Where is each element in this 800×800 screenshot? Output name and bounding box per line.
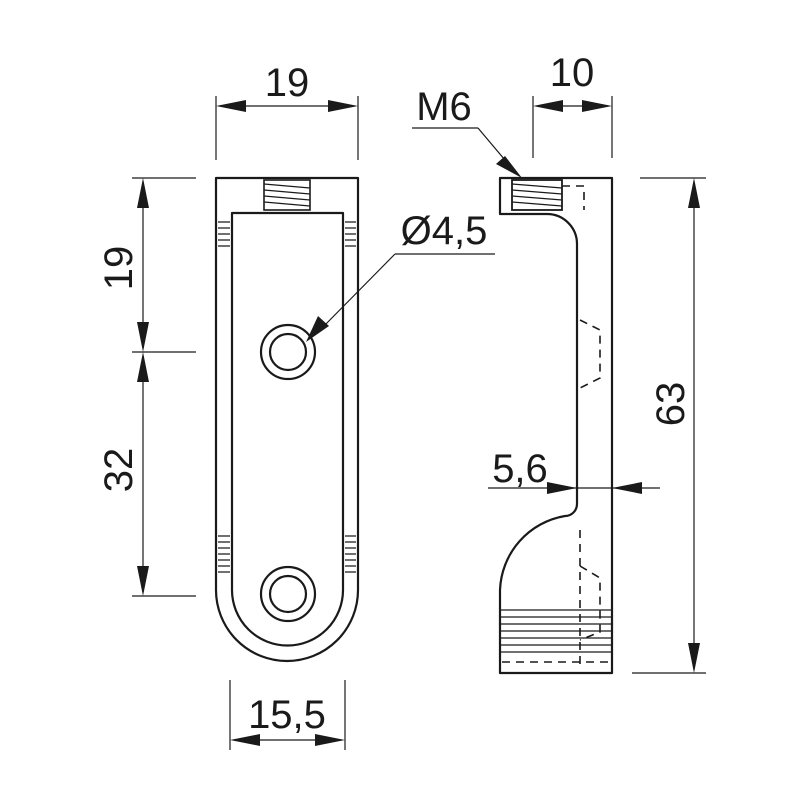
front-inner-outline bbox=[230, 211, 345, 647]
side-hidden-lower bbox=[579, 565, 601, 641]
dimension-height: 63 bbox=[632, 177, 706, 674]
dimension-hole-diameter: Ø4,5 bbox=[306, 209, 495, 342]
dim-height-label: 63 bbox=[649, 382, 693, 427]
side-outline bbox=[498, 176, 614, 675]
dim-bottom-width-label: 15,5 bbox=[248, 693, 326, 737]
side-thread-icon bbox=[511, 179, 585, 211]
front-ridges-upper bbox=[218, 221, 356, 247]
upper-hole-icon bbox=[259, 323, 317, 381]
side-hidden-upper bbox=[579, 319, 601, 389]
front-ridges-lower bbox=[218, 535, 356, 573]
dim-side-depth-label: 10 bbox=[550, 51, 595, 95]
dimension-inner-offset: 5,6 bbox=[488, 447, 660, 494]
dimension-thread: M6 bbox=[412, 85, 522, 178]
front-outline bbox=[214, 176, 360, 663]
dim-upper-distance-label: 19 bbox=[97, 246, 141, 291]
dim-thread-label: M6 bbox=[416, 85, 472, 129]
dim-hole-diameter-label: Ø4,5 bbox=[401, 209, 488, 253]
lower-hole-icon bbox=[259, 565, 317, 623]
dim-top-width-label: 19 bbox=[265, 61, 310, 105]
side-bottom-ribs bbox=[500, 609, 612, 663]
side-view bbox=[498, 176, 614, 675]
dimension-upper-distance: 19 bbox=[97, 177, 196, 353]
dim-hole-spacing-label: 32 bbox=[97, 448, 141, 493]
dim-inner-offset-label: 5,6 bbox=[492, 447, 548, 491]
front-thread-icon bbox=[263, 179, 311, 211]
dimension-bottom-width: 15,5 bbox=[229, 680, 346, 750]
front-view bbox=[214, 176, 360, 663]
dimension-hole-spacing: 32 bbox=[97, 352, 196, 597]
dimension-side-depth: 10 bbox=[532, 51, 613, 158]
dimension-top-width: 19 bbox=[215, 61, 359, 160]
